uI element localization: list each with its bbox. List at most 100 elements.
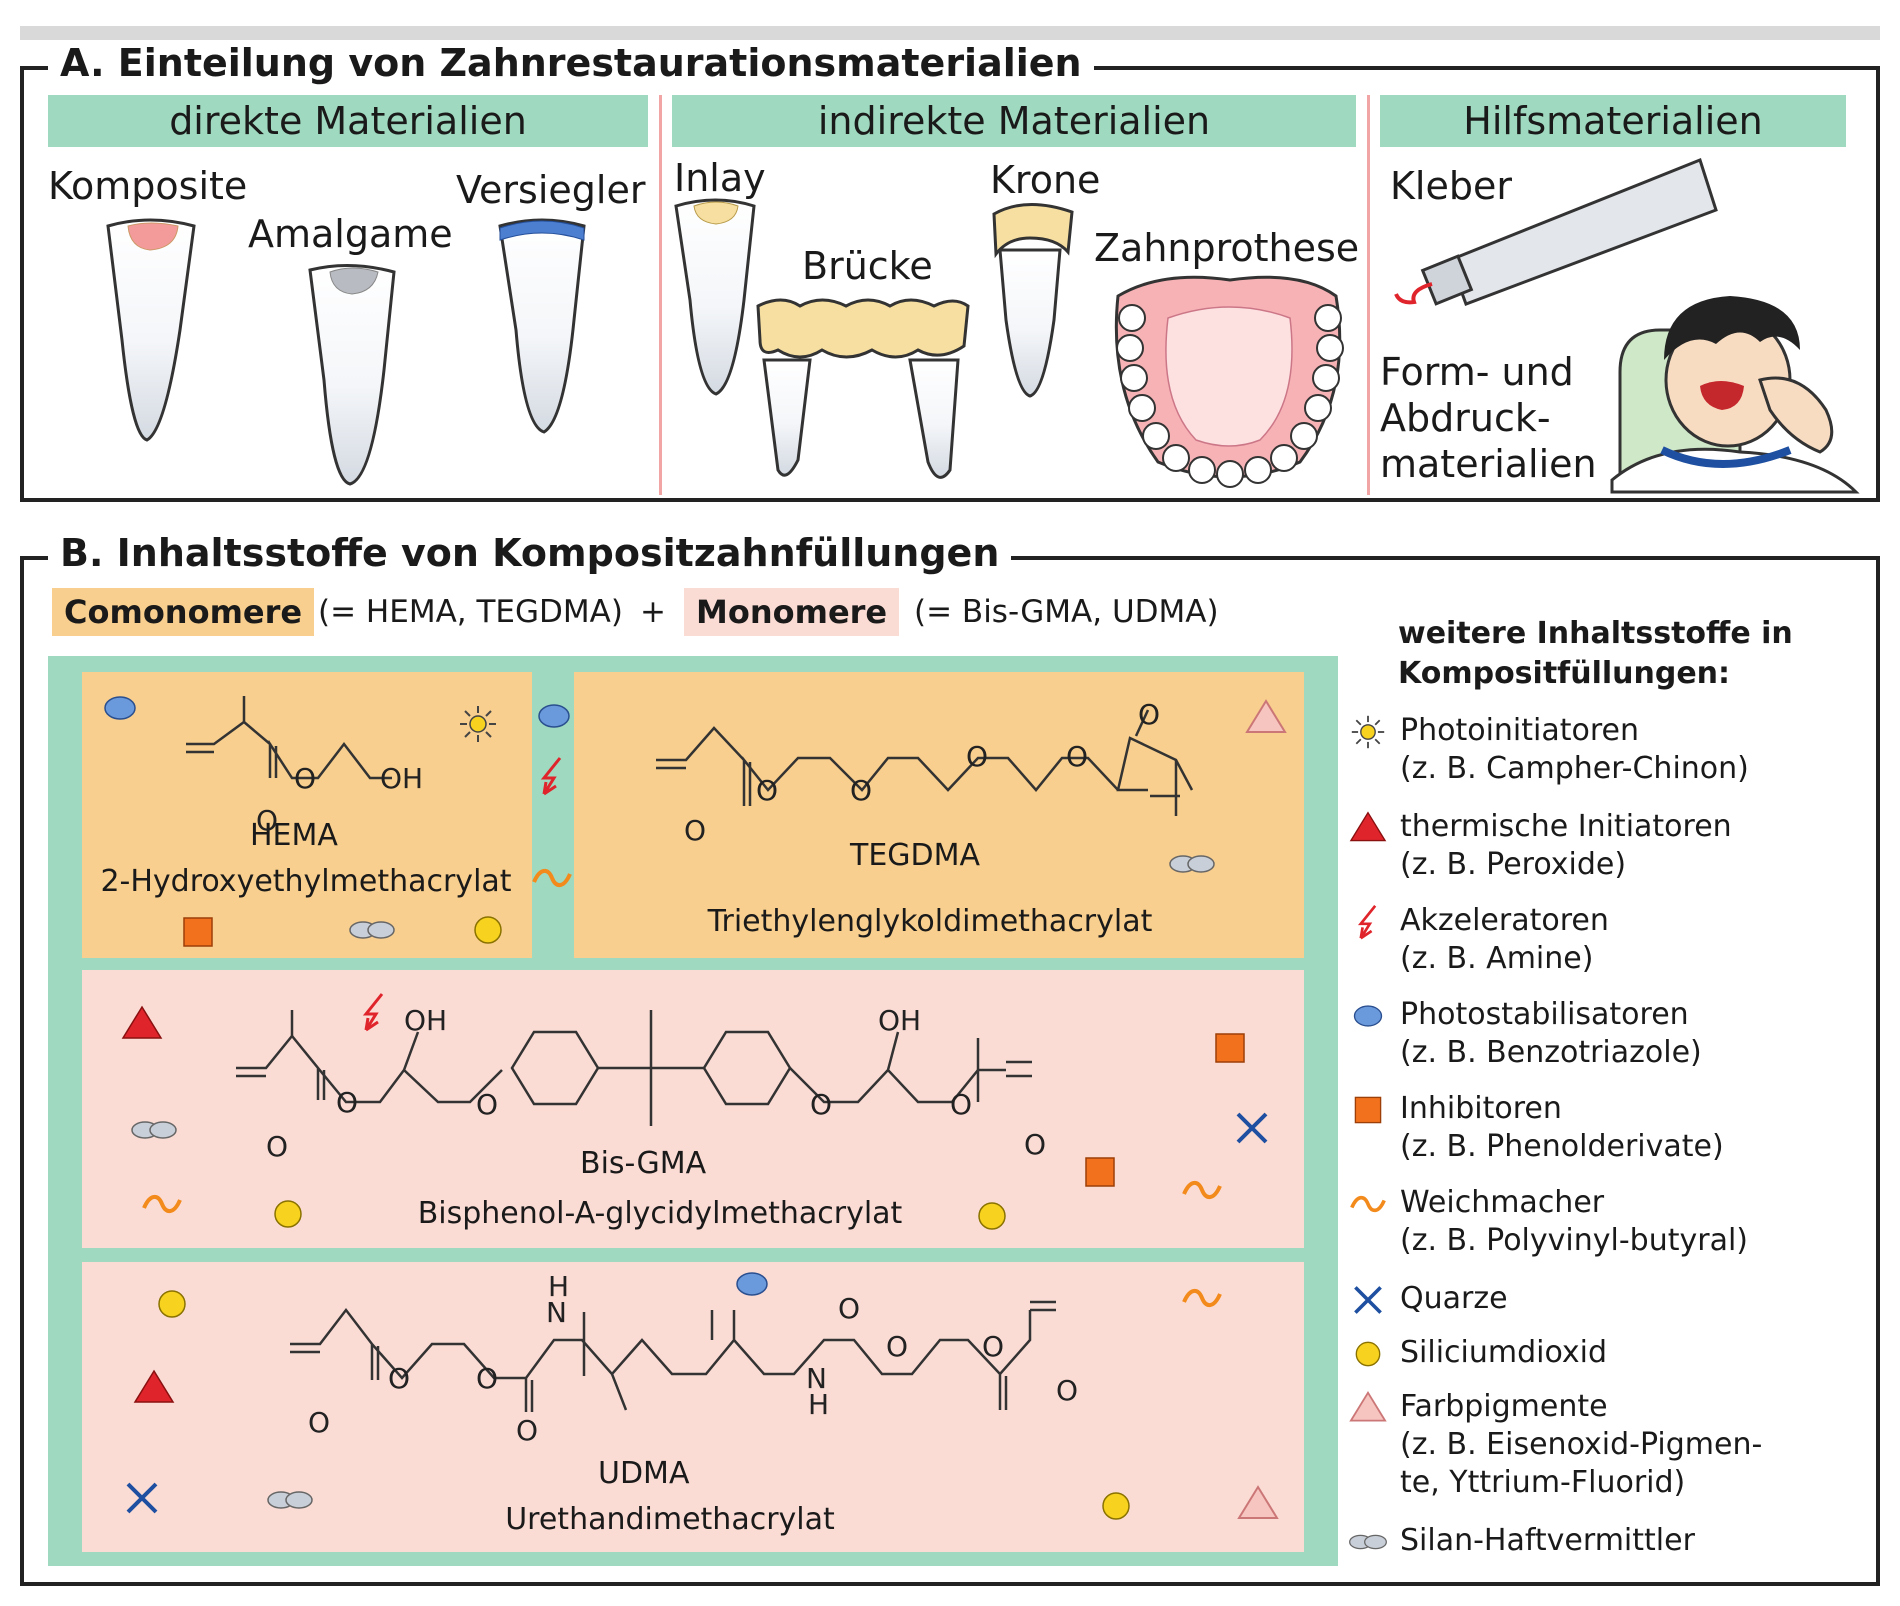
legend-heading-1: weitere Inhaltsstoffe in — [1398, 616, 1793, 651]
legend-example: (z. B. Eisenoxid-Pigmen- — [1400, 1427, 1763, 1462]
orange-square-icon — [1354, 1096, 1382, 1124]
bisgma-o5: O — [266, 1130, 288, 1163]
label-zahnprothese: Zahnprothese — [1094, 226, 1360, 270]
udma-h1: H — [548, 1270, 569, 1303]
pink-triangle-icon — [1246, 700, 1286, 733]
double-oval-icon — [131, 1121, 177, 1139]
wave-icon — [1350, 1195, 1386, 1213]
label-amalgame: Amalgame — [248, 212, 453, 256]
udma-h2: H — [808, 1388, 829, 1421]
yellow-circle-icon — [274, 1200, 302, 1228]
hema-o2: O — [256, 804, 278, 837]
wave-icon — [142, 1194, 182, 1214]
label-inlay: Inlay — [674, 156, 766, 200]
bisgma-o3: O — [810, 1088, 832, 1121]
legend-example: (z. B. Polyvinyl-butyral) — [1400, 1223, 1748, 1258]
header-direct: direkte Materialien — [48, 95, 648, 147]
sun-icon — [459, 705, 497, 743]
hema-box — [82, 672, 532, 958]
legend-photostabilisatoren: Photostabilisatoren (z. B. Benzotriazole… — [1353, 996, 1702, 1072]
header-auxiliary: Hilfsmaterialien — [1380, 95, 1846, 147]
label-krone: Krone — [990, 158, 1101, 202]
tegdma-full: Triethylenglykoldimethacrylat — [707, 904, 1153, 939]
tegdma-o4: O — [1066, 740, 1088, 773]
label-kleber: Kleber — [1390, 164, 1512, 208]
legend-quarze: Quarze — [1353, 1280, 1508, 1318]
legend-farbpigmente: Farbpigmente (z. B. Eisenoxid-Pigmen- te… — [1350, 1388, 1763, 1502]
legend-label: Photostabilisatoren — [1400, 997, 1689, 1032]
bisgma-oh2: OH — [878, 1004, 921, 1037]
sun-icon — [1350, 714, 1386, 750]
legend-example-cont: te, Yttrium-Fluorid) — [1400, 1465, 1686, 1500]
legend-weichmacher: Weichmacher (z. B. Polyvinyl-butyral) — [1350, 1184, 1748, 1260]
yellow-circle-icon — [474, 916, 502, 944]
top-strip — [20, 26, 1880, 40]
legend-silan-haftvermittler: Silan-Haftvermittler — [1349, 1522, 1695, 1560]
tegdma-o5: O — [1138, 698, 1160, 731]
comonomere-tag: Comonomere — [52, 588, 315, 636]
panel-b-title: B. Inhaltsstoffe von Kompositzahnfüllung… — [48, 530, 1012, 576]
denture-icon — [1114, 275, 1344, 488]
udma-o3: O — [308, 1406, 330, 1439]
wave-icon — [532, 868, 572, 888]
tooth-inlay-icon — [674, 198, 756, 396]
divider-2 — [1367, 95, 1370, 495]
bisgma-name: Bis-GMA — [580, 1146, 707, 1181]
tegdma-o2: O — [850, 774, 872, 807]
blue-oval-icon — [736, 1272, 768, 1296]
legend-label: Photoinitiatoren — [1400, 713, 1640, 748]
blue-oval-icon — [1353, 1005, 1383, 1027]
orange-square-icon — [1215, 1033, 1245, 1063]
lightning-icon — [364, 992, 384, 1032]
label-form-line1: Form- und — [1380, 350, 1574, 394]
legend-thermische-initiatoren: thermische Initiatoren (z. B. Peroxide) — [1350, 808, 1732, 884]
double-oval-icon — [1349, 1534, 1387, 1550]
udma-o2: O — [476, 1362, 498, 1395]
header-indirect: indirekte Materialien — [672, 95, 1356, 147]
legend-example: (z. B. Benzotriazole) — [1400, 1035, 1702, 1070]
udma-n1: N — [546, 1296, 567, 1329]
bisgma-o6: O — [1024, 1128, 1046, 1161]
legend-inhibitoren: Inhibitoren (z. B. Phenolderivate) — [1354, 1090, 1724, 1166]
udma-n2: N — [806, 1362, 827, 1395]
lightning-icon — [1359, 904, 1377, 940]
legend-siliciumdioxid: Siliciumdioxid — [1355, 1334, 1608, 1372]
tegdma-name: TEGDMA — [850, 838, 981, 873]
label-bruecke: Brücke — [802, 244, 933, 288]
blue-cross-icon — [1353, 1285, 1383, 1315]
udma-name: UDMA — [598, 1456, 690, 1491]
monomere-tag: Monomere — [684, 588, 900, 636]
udma-full: Urethandimethacrylat — [505, 1502, 835, 1537]
tooth-amalgame-icon — [308, 264, 396, 486]
tooth-krone-icon — [992, 203, 1074, 398]
label-versiegler: Versiegler — [456, 168, 646, 212]
legend-label: Akzeleratoren — [1400, 903, 1609, 938]
yellow-circle-icon — [158, 1290, 186, 1318]
legend-example: (z. B. Campher-Chinon) — [1400, 751, 1749, 786]
red-triangle-icon — [134, 1370, 174, 1403]
bisgma-o4: O — [950, 1088, 972, 1121]
legend-label: Siliciumdioxid — [1400, 1335, 1608, 1370]
label-form-line3: materialien — [1380, 442, 1597, 486]
blue-cross-icon — [126, 1482, 158, 1514]
wave-icon — [1182, 1180, 1222, 1200]
udma-o7: O — [982, 1330, 1004, 1363]
wave-icon — [1182, 1288, 1222, 1308]
legend-label: Quarze — [1400, 1281, 1508, 1316]
label-komposite: Komposite — [48, 164, 248, 208]
blue-oval-icon — [104, 696, 136, 720]
legend-example: (z. B. Peroxide) — [1400, 847, 1627, 882]
pink-triangle-icon — [1350, 1391, 1386, 1422]
udma-o1: O — [388, 1362, 410, 1395]
legend-label: thermische Initiatoren — [1400, 809, 1732, 844]
legend-photoinitiatoren: Photoinitiatoren (z. B. Campher-Chinon) — [1350, 712, 1749, 788]
legend-example: (z. B. Phenolderivate) — [1400, 1129, 1724, 1164]
glue-tube-icon — [1394, 158, 1718, 306]
red-triangle-icon — [122, 1006, 162, 1039]
legend-label: Inhibitoren — [1400, 1091, 1562, 1126]
bisgma-o2: O — [476, 1088, 498, 1121]
divider-1 — [659, 95, 662, 495]
tooth-komposite-icon — [106, 218, 196, 442]
bisgma-o1: O — [336, 1086, 358, 1119]
lightning-icon — [542, 756, 562, 796]
